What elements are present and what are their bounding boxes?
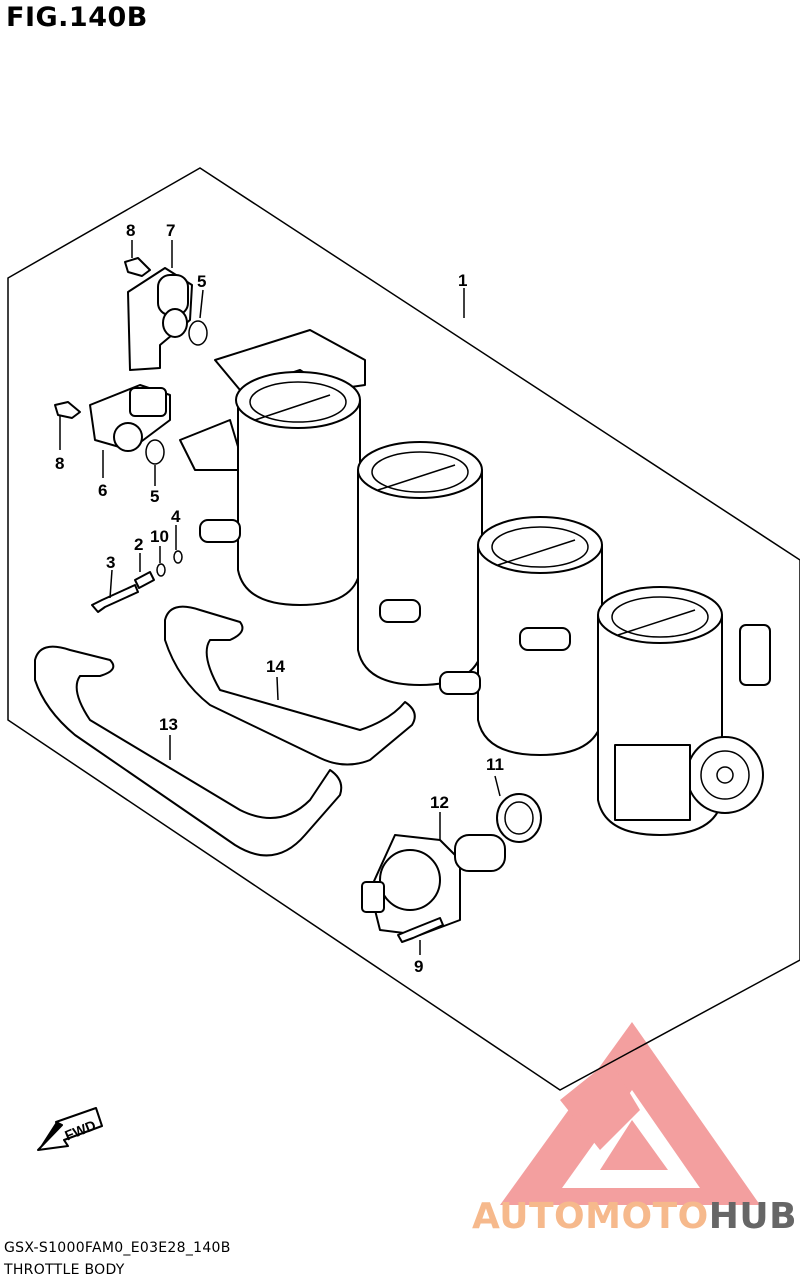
part-5-oring-top [188, 320, 208, 346]
throttle-body-assembly [179, 329, 771, 836]
figure-title: FIG.140B [6, 2, 148, 33]
callout-11: 11 [486, 755, 504, 774]
figure-caption: THROTTLE BODY [4, 1262, 125, 1278]
watermark-logo [500, 1022, 760, 1205]
part-7-sensor [127, 267, 193, 371]
assembly-boundary [7, 167, 800, 1091]
part-13-hose [34, 645, 343, 857]
callout-5-lower: 5 [150, 487, 159, 506]
fwd-arrow-icon: FWD [37, 1107, 103, 1151]
part-14-hose [164, 605, 416, 766]
callout-7: 7 [166, 221, 175, 240]
callout-14: 14 [266, 657, 285, 676]
callout-9: 9 [414, 957, 423, 976]
part-11-oring-inner [504, 801, 534, 835]
watermark-brand-part1: AUTOMOTO [472, 1196, 709, 1237]
callout-4: 4 [171, 507, 181, 526]
part-10-washer [156, 563, 166, 577]
callout-12: 12 [430, 793, 449, 812]
part-2-spring [134, 571, 155, 589]
callout-3: 3 [106, 553, 115, 572]
leader-lines [59, 240, 501, 955]
callout-2: 2 [134, 535, 143, 554]
callout-5-top: 5 [197, 272, 206, 291]
callout-1: 1 [458, 271, 467, 290]
part-3-screw [91, 584, 139, 613]
callout-8-top: 8 [126, 221, 135, 240]
part-9-screw [397, 917, 444, 943]
part-11-oring [496, 793, 542, 843]
callout-10: 10 [150, 527, 169, 546]
part-8-screw-left [54, 401, 81, 419]
part-4-washer [173, 550, 183, 564]
part-12-actuator [361, 834, 506, 936]
model-code: GSX-S1000FAM0_E03E28_140B [4, 1240, 231, 1256]
callout-8-left: 8 [55, 454, 64, 473]
watermark-brand-part2: HUB [708, 1196, 798, 1237]
part-8-screw-top [124, 257, 151, 277]
callout-13: 13 [159, 715, 178, 734]
part-6-sensor [89, 384, 171, 452]
watermark-brand: AUTOMOTOHUB [472, 1196, 797, 1237]
callout-6: 6 [98, 481, 107, 500]
part-5-oring-lower [145, 439, 165, 465]
